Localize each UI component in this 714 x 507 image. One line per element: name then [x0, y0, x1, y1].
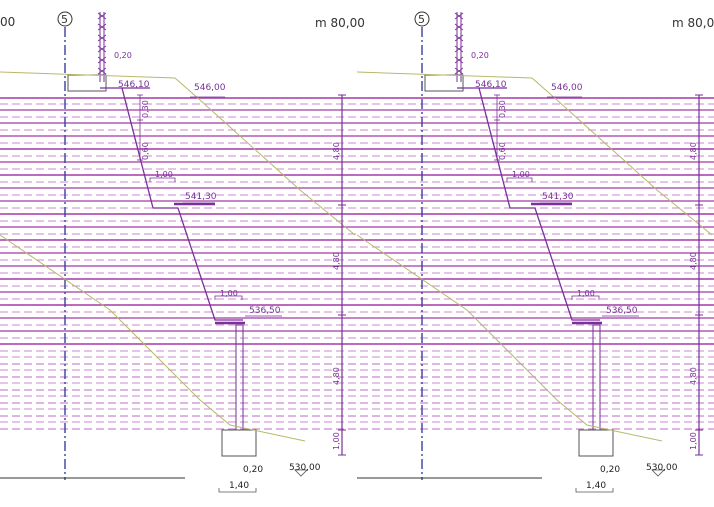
terrain-guide: [0, 68, 360, 440]
section-right: 0,20 546,10 546,00 1,00 541,30 1,00 536,50 530,…: [297, 12, 714, 493]
elevation-triangle: [651, 469, 665, 477]
wall-cross-mark: [454, 34, 464, 42]
dim-label-v1: 0,30: [498, 100, 507, 118]
header-left-fragment: 00: [0, 15, 15, 29]
axis-marker-left-label: 5: [61, 13, 68, 26]
dimension-bracket: [218, 488, 257, 493]
wall-cross-mark: [97, 23, 107, 31]
terrain-line-upper: [356, 71, 713, 236]
axis-marker-right: 5: [414, 11, 430, 27]
wall-cross-mark: [454, 67, 464, 75]
elevation-label-ground: 546,00: [551, 83, 583, 93]
wall-cross-mark: [97, 45, 107, 53]
elevation-triangle: [294, 469, 308, 477]
dim-label-step2: 1,00: [220, 289, 238, 298]
wall-cross-mark: [454, 45, 464, 53]
dim-label-top-offset: 0,20: [114, 51, 132, 60]
dimension-bracket: [149, 177, 176, 182]
dim-label-h1: 4,80: [332, 142, 341, 160]
station-label-right: m 80,00: [672, 16, 714, 30]
dim-label-h4: 1,00: [332, 432, 341, 450]
section-left: 0,20 546,10 546,00 1,00 541,30 1,00 536,50 530,…: [0, 12, 360, 493]
dim-label-h2: 4,80: [332, 252, 341, 270]
wall-cross-mark: [97, 67, 107, 75]
axis-marker-left: 5: [57, 11, 73, 27]
station-label-left: m 80,00: [315, 16, 365, 30]
wall-cross-mark: [454, 23, 464, 31]
terrain-line-upper: [0, 71, 356, 236]
dim-label-step1: 1,00: [512, 170, 530, 179]
dim-label-h1: 4,80: [689, 142, 698, 160]
elevation-label-low: 536,50: [249, 306, 281, 316]
terrain-line-lower: [356, 234, 663, 442]
excavation-profile: [121, 87, 243, 321]
dim-label-foot-width: 1,40: [229, 481, 249, 491]
dim-label-h3: 4,80: [332, 367, 341, 385]
elevation-label-top: 546,10: [475, 80, 507, 90]
elevation-label-mid: 541,30: [185, 192, 217, 202]
elevation-label-base: 530,00: [646, 463, 678, 473]
elevation-label-ground: 546,00: [194, 83, 226, 93]
dimension-bracket: [571, 295, 600, 300]
elevation-label-mid: 541,30: [542, 192, 574, 202]
footing-block: [221, 429, 257, 457]
dim-label-top-offset: 0,20: [471, 51, 489, 60]
footing-block: [578, 429, 614, 457]
axis-marker-right-label: 5: [418, 13, 425, 26]
excavation-profile: [478, 87, 600, 321]
dimension-bracket: [575, 488, 614, 493]
terrain-line-lower: [0, 234, 306, 442]
dim-label-step2: 1,00: [577, 289, 595, 298]
dim-label-step1: 1,00: [155, 170, 173, 179]
dim-label-h3: 4,80: [689, 367, 698, 385]
dimension-bracket: [214, 295, 243, 300]
stratum-hatch-lines: [0, 97, 714, 430]
dim-label-v2: 0,60: [141, 142, 150, 160]
wall-cross-mark: [97, 12, 107, 20]
dim-label-v2: 0,60: [498, 142, 507, 160]
dim-label-h4: 1,00: [689, 432, 698, 450]
elevation-label-base: 530,00: [289, 463, 321, 473]
wall-cross-mark: [97, 34, 107, 42]
wall-cross-mark: [454, 56, 464, 64]
terrain-guide: [297, 68, 714, 440]
dim-label-foot-offset: 0,20: [600, 465, 620, 475]
dim-label-foot-offset: 0,20: [243, 465, 263, 475]
dim-label-v1: 0,30: [141, 100, 150, 118]
dim-label-h2: 4,80: [689, 252, 698, 270]
dim-label-foot-width: 1,40: [586, 481, 606, 491]
dimension-bracket: [506, 177, 533, 182]
elevation-label-top: 546,10: [118, 80, 150, 90]
elevation-label-low: 536,50: [606, 306, 638, 316]
wall-cross-mark: [97, 56, 107, 64]
wall-cross-mark: [454, 12, 464, 20]
